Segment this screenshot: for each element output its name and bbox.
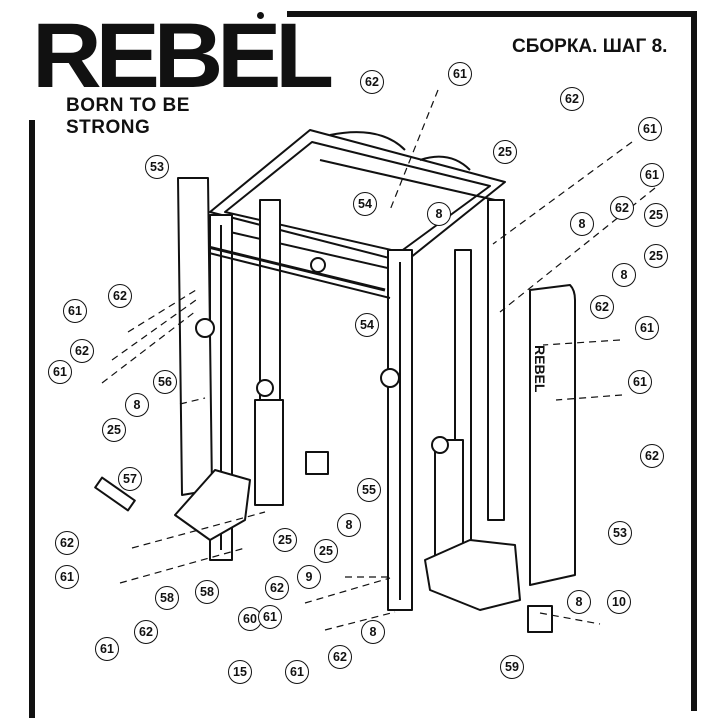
logo-wordmark: REBEL: [32, 5, 334, 107]
callout-62: 62: [590, 295, 614, 319]
callout-61: 61: [628, 370, 652, 394]
callout-54: 54: [355, 313, 379, 337]
callout-61: 61: [638, 117, 662, 141]
right-weight-stack: [434, 439, 464, 556]
callout-61: 61: [63, 299, 87, 323]
callout-8: 8: [125, 393, 149, 417]
callout-62: 62: [108, 284, 132, 308]
logo-dot: [257, 12, 264, 19]
callout-61: 61: [48, 360, 72, 384]
callout-61: 61: [55, 565, 79, 589]
callout-25: 25: [644, 203, 668, 227]
rear-right-column: [487, 199, 505, 521]
callout-61: 61: [635, 316, 659, 340]
callout-54: 54: [353, 192, 377, 216]
callout-15: 15: [228, 660, 252, 684]
callout-55: 55: [357, 478, 381, 502]
right-guard-panel: [529, 284, 576, 586]
callout-62: 62: [640, 444, 664, 468]
callout-8: 8: [567, 590, 591, 614]
callout-10: 10: [607, 590, 631, 614]
callout-62: 62: [55, 531, 79, 555]
callout-57: 57: [118, 467, 142, 491]
brand-logo: REBEL BORN TO BE STRONG: [32, 10, 334, 138]
frame-right-border: [691, 11, 697, 711]
callout-61: 61: [95, 637, 119, 661]
callout-62: 62: [70, 339, 94, 363]
callout-62: 62: [610, 196, 634, 220]
frame-top-border: [287, 11, 697, 17]
callout-61: 61: [640, 163, 664, 187]
callout-53: 53: [145, 155, 169, 179]
callout-8: 8: [361, 620, 385, 644]
callout-25: 25: [102, 418, 126, 442]
callout-59: 59: [500, 655, 524, 679]
callout-62: 62: [560, 87, 584, 111]
callout-25: 25: [273, 528, 297, 552]
callout-25: 25: [644, 244, 668, 268]
left-weight-stack: [254, 399, 284, 506]
callout-61: 61: [285, 660, 309, 684]
callout-62: 62: [134, 620, 158, 644]
callout-8: 8: [337, 513, 361, 537]
callout-8: 8: [570, 212, 594, 236]
callout-58: 58: [155, 586, 179, 610]
frame-left-border: [29, 120, 35, 718]
callout-62: 62: [360, 70, 384, 94]
logo-tagline: BORN TO BE STRONG: [66, 95, 190, 138]
callout-58: 58: [195, 580, 219, 604]
callout-53: 53: [608, 521, 632, 545]
right-base: [424, 539, 521, 611]
callout-25: 25: [493, 140, 517, 164]
callout-25: 25: [314, 539, 338, 563]
callout-9: 9: [297, 565, 321, 589]
left-base: [174, 469, 251, 541]
callout-8: 8: [427, 202, 451, 226]
callout-62: 62: [265, 576, 289, 600]
callout-8: 8: [612, 263, 636, 287]
step-title: СБОРКА. ШАГ 8.: [512, 36, 668, 57]
callout-61: 61: [258, 605, 282, 629]
callout-61: 61: [448, 62, 472, 86]
panel-brand-label: REBEL: [532, 345, 548, 393]
callout-62: 62: [328, 645, 352, 669]
callout-56: 56: [153, 370, 177, 394]
